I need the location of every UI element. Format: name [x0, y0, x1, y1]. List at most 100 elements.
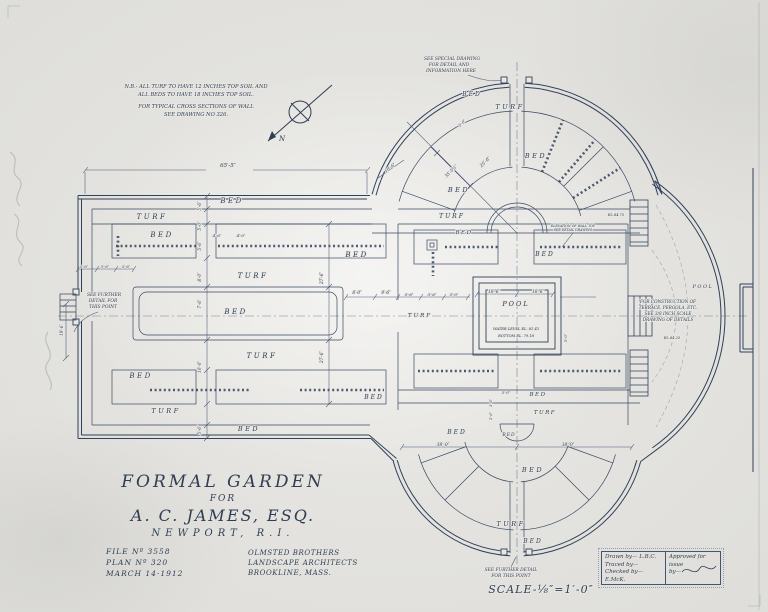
plan-label: 5′-6″	[101, 264, 110, 269]
note-bottom-line2: FOR THIS POINT	[490, 574, 531, 579]
note-wall-line2: SEE DRAWING NO 326.	[164, 112, 228, 118]
plan-label: BED	[344, 251, 368, 259]
note-gate-line1: SEE SPECIAL DRAWING	[424, 57, 480, 62]
plan-label: TURF	[495, 103, 524, 111]
plan-label: 10′-6″	[532, 289, 544, 294]
plan-label: TURF	[247, 352, 278, 360]
plan-label: BED	[522, 538, 543, 545]
note-left-line2: DETAIL FOR	[88, 299, 118, 304]
garden-bed-lines	[91, 84, 640, 553]
dimension-lines	[62, 121, 635, 451]
sheet-edge-marks	[7, 2, 761, 610]
plan-label: 4′-6″	[212, 233, 222, 238]
note-left-line1: SEE FURTHER	[87, 293, 122, 298]
pencil-scribbles	[9, 151, 52, 391]
plan-label: BED	[128, 372, 152, 380]
note-topsoil-line1: N.B.- ALL TURF TO HAVE 12 INCHES TOP SOI…	[123, 84, 268, 90]
plan-label: BED	[534, 251, 555, 258]
plan-label: BED	[529, 392, 547, 398]
plan-label: BED	[149, 231, 173, 239]
dim-65-5: 65′-5″	[220, 163, 237, 169]
plan-label: 5′-0″	[197, 221, 202, 231]
plan-label: 5′-6″	[405, 292, 414, 297]
plan-label: BED	[461, 91, 482, 98]
plan-label: 5′-0″	[502, 390, 511, 395]
plan-label: TURF	[496, 520, 525, 528]
east-terrace-steps	[627, 199, 653, 397]
note-bottom-line1: SEE FURTHER DETAIL	[485, 568, 538, 573]
plan-label: BED	[524, 152, 547, 160]
plan-label: 5′-6″	[197, 241, 202, 251]
note-elevation-line2: SEE DETAIL DRAWING	[554, 228, 593, 232]
pool-label: POOL	[501, 300, 529, 308]
north-letter: N	[278, 135, 286, 143]
plan-label: BED	[447, 186, 470, 194]
note-topsoil-line2: ALL BEDS TO HAVE 18 INCHES TOP SOIL.	[137, 92, 254, 98]
plan-label: 10′-6″	[488, 289, 500, 294]
note-left-line3: THIS POINT	[89, 305, 118, 310]
plan-label: TURF	[534, 410, 556, 416]
plan-label: 27′-6″	[319, 272, 324, 285]
axis-lines	[58, 62, 748, 572]
plan-label: BED	[223, 308, 247, 316]
note-elevation-line1: ELEVATION OF WALL TOP	[550, 224, 596, 228]
plan-labels: N.B.- ALL TURF TO HAVE 12 INCHES TOP SOI…	[58, 56, 714, 597]
plan-label: TURF	[238, 272, 269, 280]
plan-label: 19′-6″	[59, 324, 64, 336]
plan-label: 5′-0″	[457, 118, 467, 128]
plan-label: 38′-0″	[437, 442, 450, 448]
plan-label: TURF	[408, 313, 432, 319]
plan-label: 4′-0″	[236, 233, 246, 238]
note-terrace-line1: FOR CONSTRUCTION OF	[639, 299, 697, 304]
scale-note: SCALE-⅛″=1′-0″	[488, 583, 593, 596]
plan-label: 27′-6″	[319, 351, 324, 364]
plan-label: 7′-6″	[197, 299, 202, 309]
pool-water-level: WATER LEVEL EL. 81.43	[493, 327, 540, 331]
plan-label: 5′-6″	[122, 264, 131, 269]
plan-label: BED	[455, 230, 473, 236]
approval-signature	[681, 565, 717, 573]
terrace-construction-lines	[651, 204, 689, 428]
note-terrace-line2: TERRACE, PERGOLA, ETC.	[639, 305, 698, 310]
plan-label: 5′-6″	[80, 264, 89, 269]
plan-label: 8′-0″	[352, 290, 362, 295]
plan-label: TURF	[439, 213, 465, 220]
north-arrow-icon	[267, 84, 333, 142]
note-terrace-line4: DRAWING OF DETAILS	[642, 317, 694, 322]
plan-label: BED	[446, 429, 467, 436]
plan-label: 38′-0″	[562, 442, 575, 448]
plan-label: 8′-0″	[197, 272, 202, 282]
plan-label: 5′-6″	[197, 425, 202, 435]
plan-label: 3′-6″	[428, 292, 437, 297]
plan-label: 3′-6″	[489, 398, 493, 407]
plan-label: 25′-0″	[478, 155, 492, 169]
plan-label: 5′-0″	[563, 333, 568, 342]
plan-label: 5′-0″	[450, 292, 459, 297]
pool-bottom-elevation: BOTTOM EL. 79.18	[497, 334, 535, 338]
plan-label: BED	[237, 425, 260, 433]
elevation-mark-1: EL.84.25	[663, 336, 681, 340]
garden-walls	[77, 82, 754, 557]
plan-label: 5′-6″	[197, 201, 202, 211]
plan-label: 35′-5½″	[444, 163, 459, 178]
plan-label: 9′-6″	[381, 290, 391, 295]
note-terrace-line3: SEE 3/8 INCH SCALE	[645, 311, 692, 316]
plan-label: 2′-6″	[489, 411, 493, 421]
plan-label: BED	[521, 466, 544, 474]
pool	[472, 276, 562, 356]
plan-label: BED	[219, 197, 243, 205]
elevation-mark-2: EL.84.75	[607, 213, 625, 217]
plan-label: TURF	[137, 213, 168, 221]
gate-posts	[72, 76, 533, 556]
plan-label: BED	[363, 394, 384, 401]
terrace-pool-label: POOL	[692, 284, 714, 290]
plan-label: TURF	[151, 407, 180, 415]
hedge-rows	[116, 119, 622, 392]
note-gate-line3: INFORMATION HERE	[425, 69, 477, 74]
west-entrance-steps	[59, 293, 77, 321]
plan-label: BED	[501, 432, 515, 438]
plan-label: 10′-0″	[197, 361, 202, 373]
note-wall-line1: FOR TYPICAL CROSS SECTIONS OF WALL	[137, 104, 254, 110]
